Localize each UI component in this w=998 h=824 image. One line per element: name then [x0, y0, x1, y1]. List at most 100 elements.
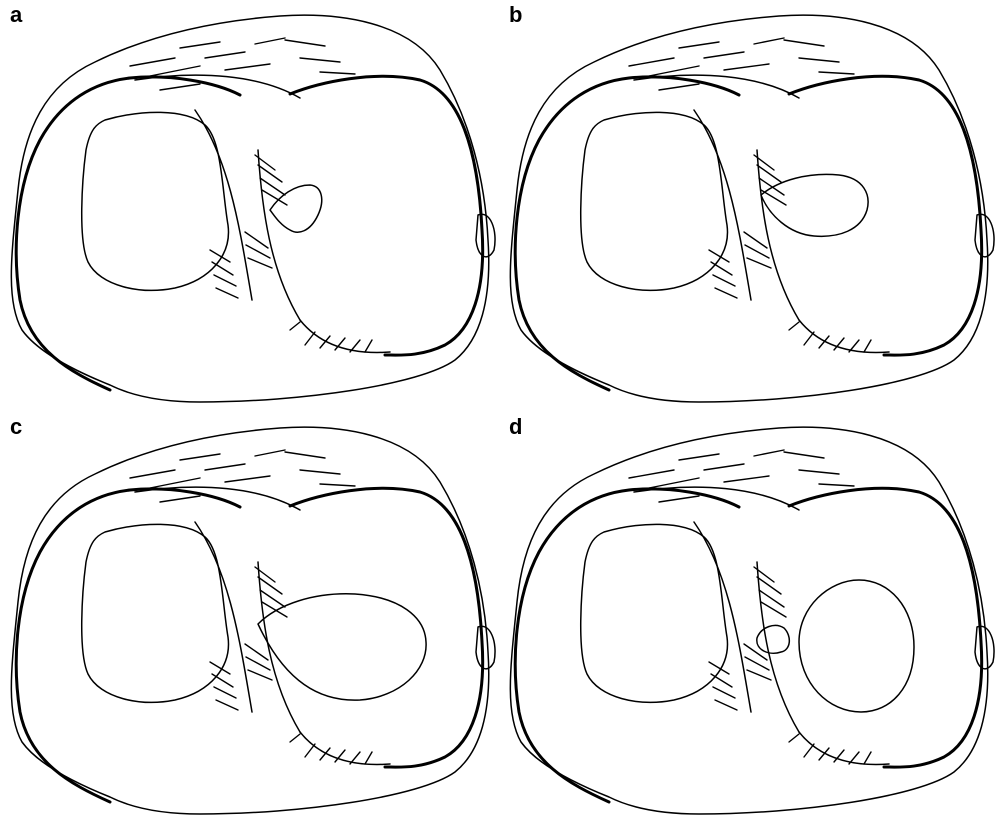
ridge-hatch-mark	[255, 38, 285, 44]
lateral-hatch-mark	[212, 262, 233, 275]
lateral-hatch-mark	[216, 288, 238, 298]
ridge-hatch-mark	[130, 470, 175, 478]
medial-lesion-medium	[761, 174, 868, 236]
intercondylar-hatch-mark	[248, 670, 272, 680]
intercondylar-line-right	[258, 562, 300, 732]
lateral-facet	[581, 524, 728, 702]
outer-rim	[510, 15, 987, 402]
ridge-hatch-mark	[225, 476, 270, 482]
ridge-hatch-mark	[704, 52, 744, 58]
right-condyle-outline	[789, 488, 982, 767]
ridge-hatch-mark	[754, 38, 784, 44]
ridge-hatch-mark	[300, 58, 340, 62]
intercondylar-line-left	[694, 522, 751, 712]
intercondylar-line-left	[195, 110, 252, 300]
ridge-hatch-mark	[160, 84, 200, 90]
right-condyle-outline	[290, 76, 483, 355]
posterior-contour	[799, 732, 889, 765]
intercondylar-hatch-mark	[262, 190, 287, 205]
figure-panel-a: a	[0, 0, 499, 412]
ridge-hatch-mark	[285, 40, 325, 46]
lateral-hatch-mark	[214, 275, 236, 286]
left-condyle-outline	[515, 77, 739, 390]
panel-label-d: d	[509, 414, 522, 440]
medial-lesion-oval	[799, 580, 914, 712]
lateral-hatch-mark	[715, 700, 737, 710]
ridge-hatch-mark	[285, 452, 325, 458]
figure-panel-b: b	[499, 0, 998, 412]
ridge-hatch-mark	[160, 496, 200, 502]
posterior-hatch-mark	[290, 734, 300, 742]
posterior-contour	[300, 732, 390, 765]
posterior-nodule	[476, 626, 495, 669]
ridge-hatch-mark	[320, 72, 355, 74]
right-condyle-outline	[290, 488, 483, 767]
right-condyle-outline	[789, 76, 982, 355]
intercondylar-line-right	[258, 150, 300, 320]
ridge-hatch-mark	[205, 52, 245, 58]
lateral-facet	[82, 112, 229, 290]
intercondylar-hatch-mark	[754, 567, 774, 582]
posterior-hatch-mark	[864, 752, 871, 764]
intercondylar-hatch-mark	[761, 602, 786, 617]
ridge-hatch-mark	[180, 42, 220, 48]
posterior-hatch-mark	[789, 734, 799, 742]
lateral-hatch-mark	[713, 275, 735, 286]
posterior-nodule	[476, 214, 495, 257]
medial-lesion-fragment	[757, 625, 790, 653]
intercondylar-hatch-mark	[260, 178, 285, 195]
ridge-hatch-mark	[799, 470, 839, 474]
left-condyle-outline	[515, 489, 739, 802]
outer-rim	[11, 427, 488, 814]
intercondylar-hatch-mark	[260, 590, 285, 607]
outer-rim	[11, 15, 488, 402]
lateral-hatch-mark	[713, 687, 735, 698]
intercondylar-hatch-mark	[754, 155, 774, 170]
ridge-hatch-mark	[629, 470, 674, 478]
ridge-hatch-mark	[754, 450, 784, 456]
outer-rim	[510, 427, 987, 814]
intercondylar-line-left	[694, 110, 751, 300]
ridge-hatch-mark	[205, 464, 245, 470]
left-condyle-outline	[16, 489, 240, 802]
ridge-hatch-mark	[679, 42, 719, 48]
tibial-plateau-drawing-b	[499, 0, 998, 412]
medial-lesion-small	[270, 185, 322, 232]
ridge-hatch-mark	[784, 40, 824, 46]
intercondylar-hatch-mark	[255, 155, 275, 170]
lateral-hatch-mark	[715, 288, 737, 298]
tibial-plateau-drawing-d	[499, 412, 998, 824]
ridge-hatch-mark	[819, 72, 854, 74]
ridge-hatch-mark	[629, 58, 674, 66]
intercondylar-hatch-mark	[747, 258, 771, 268]
panel-label-b: b	[509, 2, 522, 28]
posterior-hatch-mark	[804, 332, 814, 345]
intercondylar-line-right	[757, 562, 799, 732]
lateral-facet	[581, 112, 728, 290]
ridge-hatch-mark	[784, 452, 824, 458]
ridge-hatch-mark	[225, 64, 270, 70]
figure-panel-d: d	[499, 412, 998, 824]
posterior-hatch-mark	[365, 340, 372, 352]
ridge-hatch-mark	[320, 484, 355, 486]
ridge-hatch-mark	[130, 58, 175, 66]
lateral-hatch-mark	[214, 687, 236, 698]
intercondylar-hatch-mark	[248, 258, 272, 268]
tibial-plateau-drawing-a	[0, 0, 499, 412]
figure-panel-c: c	[0, 412, 499, 824]
ridge-hatch-mark	[659, 496, 699, 502]
intercondylar-hatch-mark	[747, 670, 771, 680]
lateral-hatch-mark	[212, 674, 233, 687]
panel-label-a: a	[10, 2, 22, 28]
posterior-hatch-mark	[290, 322, 300, 330]
posterior-hatch-mark	[804, 744, 814, 757]
ridge-hatch-mark	[659, 84, 699, 90]
intercondylar-hatch-mark	[262, 602, 287, 617]
posterior-hatch-mark	[305, 744, 315, 757]
intercondylar-hatch-mark	[759, 178, 784, 195]
posterior-nodule	[975, 214, 994, 257]
posterior-hatch-mark	[365, 752, 372, 764]
ridge-hatch-mark	[799, 58, 839, 62]
ridge-hatch-mark	[180, 454, 220, 460]
ridge-hatch-mark	[300, 470, 340, 474]
